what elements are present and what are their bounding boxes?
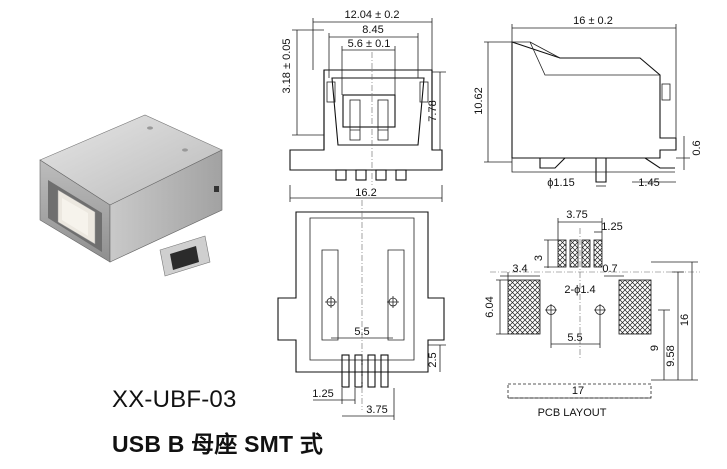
pcb-hole-spec: 2-ϕ1.4 bbox=[564, 284, 595, 296]
pcb-width: 17 bbox=[572, 385, 584, 397]
pcb-layout-drawing bbox=[490, 218, 700, 399]
bottom-pitch-a: 1.25 bbox=[312, 388, 333, 400]
bottom-view bbox=[277, 200, 446, 420]
pcb-depth: 16 bbox=[679, 314, 691, 326]
bottom-pitch-b: 3.75 bbox=[366, 404, 387, 416]
front-inner-width: 8.45 bbox=[362, 24, 383, 36]
bottom-hole-spacing: 5.5 bbox=[354, 326, 369, 338]
front-overall-width: 12.04 ± 0.2 bbox=[345, 9, 400, 21]
part-number: XX-UBF-03 bbox=[112, 386, 237, 413]
pcb-offset-right: 0.7 bbox=[602, 263, 617, 275]
part-description: USB B 母座 SMT 式 bbox=[112, 431, 324, 457]
pcb-hole-spacing: 5.5 bbox=[567, 332, 582, 344]
pcb-dim-9: 9 bbox=[649, 345, 661, 351]
side-tail-offset: 1.45 bbox=[638, 177, 659, 189]
side-view bbox=[484, 24, 690, 187]
side-height: 10.62 bbox=[473, 87, 485, 115]
side-peg-diameter: ϕ1.15 bbox=[547, 177, 575, 189]
pcb-pad-height: 6.04 bbox=[484, 296, 496, 317]
pcb-dim-958: 9.58 bbox=[665, 345, 677, 366]
front-height-left: 3.18 ± 0.05 bbox=[281, 39, 293, 94]
bottom-pin-length: 2.5 bbox=[427, 352, 439, 367]
front-height-right: 7.78 bbox=[427, 100, 439, 121]
front-view bbox=[289, 18, 446, 202]
side-standoff: 0.6 bbox=[691, 140, 703, 155]
front-base-width: 16.2 bbox=[355, 187, 376, 199]
pcb-layout-label: PCB LAYOUT bbox=[538, 407, 607, 419]
pcb-pad-span: 3.75 bbox=[566, 209, 587, 221]
pcb-offset-left: 3.4 bbox=[512, 263, 527, 275]
side-length: 16 ± 0.2 bbox=[573, 15, 613, 27]
pcb-pad-pitch: 1.25 bbox=[601, 221, 622, 233]
pcb-pad-row: 3 bbox=[533, 255, 545, 261]
front-port-width: 5.6 ± 0.1 bbox=[348, 38, 391, 50]
product-photo bbox=[39, 114, 223, 277]
